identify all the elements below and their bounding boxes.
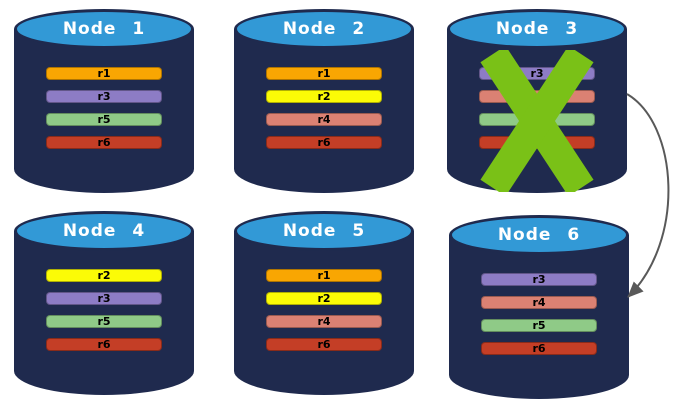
db-cylinder-body bbox=[14, 29, 194, 193]
db-node-1: Node 1 r1 r3 r5 r6 bbox=[14, 9, 194, 199]
replica-bar-r4: r4 bbox=[266, 113, 382, 126]
node-label: Node 4 bbox=[62, 221, 146, 241]
db-node-6: Node 6 r3 r4 r5 r6 bbox=[449, 215, 629, 402]
replica-bar-r6: r6 bbox=[266, 136, 382, 149]
replica-list: r2 r3 r5 r6 bbox=[14, 269, 194, 351]
replica-list: r1 r3 r5 r6 bbox=[14, 67, 194, 149]
replica-bar-r2: r2 bbox=[46, 269, 162, 282]
replica-bar-r6: r6 bbox=[46, 338, 162, 351]
db-cylinder-body bbox=[449, 235, 629, 399]
replica-bar-r3: r3 bbox=[46, 292, 162, 305]
replica-label: r5 bbox=[97, 315, 111, 328]
replica-bar-r4: r4 bbox=[481, 296, 597, 309]
failover-arrow-path bbox=[626, 93, 670, 298]
replica-label: r6 bbox=[97, 338, 111, 351]
replica-label: r4 bbox=[532, 296, 546, 309]
replica-bar-r6: r6 bbox=[46, 136, 162, 149]
db-cylinder-top: Node 1 bbox=[14, 9, 194, 49]
replica-bar-r1: r1 bbox=[266, 269, 382, 282]
db-cylinder-body bbox=[234, 29, 414, 193]
node-label: Node 3 bbox=[495, 19, 579, 39]
replica-label: r3 bbox=[530, 67, 544, 80]
db-node-2: Node 2 r1 r2 r4 r6 bbox=[234, 9, 414, 199]
replica-label: r2 bbox=[317, 292, 331, 305]
replica-label: r2 bbox=[97, 269, 111, 282]
replica-label: r1 bbox=[317, 269, 331, 282]
node-label: Node 6 bbox=[497, 225, 581, 245]
replica-bar-r6: r6 bbox=[481, 342, 597, 355]
db-node-4: Node 4 r2 r3 r5 r6 bbox=[14, 211, 194, 401]
replica-bar-r5: r5 bbox=[46, 113, 162, 126]
replica-label: r5 bbox=[532, 319, 546, 332]
db-cylinder-body bbox=[234, 231, 414, 395]
node-label: Node 2 bbox=[282, 19, 366, 39]
db-cylinder-top: Node 2 bbox=[234, 9, 414, 49]
replica-list: r1 r2 r4 r6 bbox=[234, 269, 414, 351]
db-node-5: Node 5 r1 r2 r4 r6 bbox=[234, 211, 414, 401]
replica-label: r3 bbox=[97, 90, 111, 103]
db-cylinder-top: Node 4 bbox=[14, 211, 194, 251]
replica-label: r4 bbox=[317, 113, 331, 126]
replica-list: r1 r2 r4 r6 bbox=[234, 67, 414, 149]
replica-label: r1 bbox=[97, 67, 111, 80]
replica-label: r1 bbox=[317, 67, 331, 80]
replica-bar-r3: r3 bbox=[481, 273, 597, 286]
db-cylinder-top: Node 5 bbox=[234, 211, 414, 251]
replica-label: r5 bbox=[97, 113, 111, 126]
db-cylinder-top: Node 3 bbox=[447, 9, 627, 49]
db-cylinder-body bbox=[14, 231, 194, 395]
node-label: Node 5 bbox=[282, 221, 366, 241]
node-label: Node 1 bbox=[62, 19, 146, 39]
replica-label: r2 bbox=[317, 90, 331, 103]
replica-label: r6 bbox=[317, 338, 331, 351]
replica-label: r6 bbox=[317, 136, 331, 149]
replica-bar-r1: r1 bbox=[46, 67, 162, 80]
replica-label: r3 bbox=[532, 273, 546, 286]
replica-bar-r3: r3 bbox=[46, 90, 162, 103]
replica-bar-r2: r2 bbox=[266, 90, 382, 103]
replica-label: r6 bbox=[532, 342, 546, 355]
replica-bar-r4: r4 bbox=[266, 315, 382, 328]
replica-list: r3 r4 r5 r6 bbox=[449, 273, 629, 355]
failure-x-icon bbox=[480, 50, 594, 192]
replica-bar-r5: r5 bbox=[46, 315, 162, 328]
replica-label: r4 bbox=[317, 315, 331, 328]
replica-bar-r5: r5 bbox=[481, 319, 597, 332]
replica-bar-r2: r2 bbox=[266, 292, 382, 305]
replica-label: r3 bbox=[97, 292, 111, 305]
db-cylinder-top: Node 6 bbox=[449, 215, 629, 255]
replica-label: r6 bbox=[97, 136, 111, 149]
replica-bar-r6: r6 bbox=[266, 338, 382, 351]
replica-bar-r1: r1 bbox=[266, 67, 382, 80]
